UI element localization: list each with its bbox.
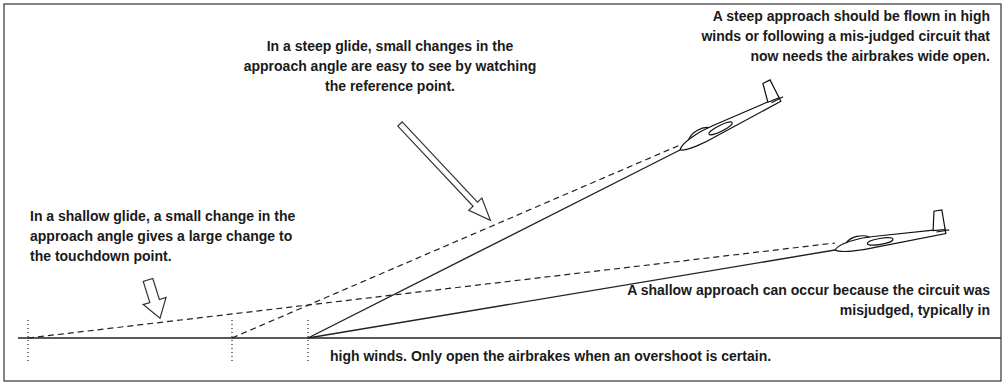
shallow-approach-note-continued: high winds. Only open the airbrakes when… [330,346,990,366]
ground-line [18,337,1001,339]
frame-border [4,4,1001,381]
steep-glide-note: In a steep glide, small changes in the a… [240,36,540,96]
pointer-arrow [393,118,496,227]
glider-shallow [831,209,950,254]
steep-approach-note: A steep approach should be flown in high… [690,6,990,66]
steep-glide-path [308,150,680,338]
glider-steep [670,78,785,154]
pointer-arrow [137,276,172,321]
shallow-approach-note: A shallow approach can occur because the… [600,280,990,320]
shallow-glide-note: In a shallow glide, a small change in th… [30,206,305,266]
steep-glide-variation [232,145,680,338]
touchdown-tick [27,320,28,362]
touchdown-tick [231,320,232,362]
touchdown-tick [307,320,308,362]
